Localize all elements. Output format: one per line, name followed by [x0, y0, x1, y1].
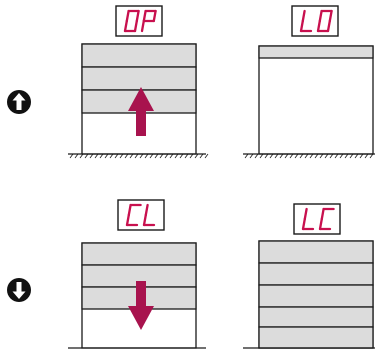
- code-display-op: [115, 5, 163, 37]
- floor-hatch: [79, 153, 84, 159]
- segment: [316, 19, 321, 33]
- door-panels: [81, 242, 197, 310]
- door-frame: [258, 45, 374, 155]
- floor-hatch: [369, 153, 374, 159]
- floor-hatch: [129, 153, 134, 159]
- floor-hatch: [319, 153, 324, 159]
- floor-hatch: [344, 153, 349, 159]
- door-closing-scene: [68, 199, 206, 349]
- code-display-op-digits: [123, 9, 157, 33]
- floor-hatch: [349, 153, 354, 159]
- floor-hatch: [189, 153, 194, 159]
- segment: [299, 19, 304, 33]
- floor-hatch: [274, 153, 279, 159]
- floor-hatch: [259, 153, 264, 159]
- floor-hatch: [174, 153, 179, 159]
- floor-hatch: [194, 153, 199, 159]
- door-panels: [258, 240, 374, 349]
- segment: [318, 217, 323, 231]
- floor-hatch: [304, 153, 309, 159]
- code-display-cl-digits: [125, 203, 156, 227]
- segment: [135, 9, 140, 23]
- code-display-lo: [291, 5, 339, 37]
- floor-hatch: [124, 153, 129, 159]
- segment: [142, 9, 147, 23]
- floor-hatch: [284, 153, 289, 159]
- segment: [301, 217, 306, 231]
- door-opening-scene: [68, 5, 209, 159]
- floor-hatch: [154, 153, 159, 159]
- floor-hatch: [204, 153, 209, 159]
- floor-hatch: [94, 153, 99, 159]
- code-display-lo-digits: [299, 9, 333, 33]
- floor-hatch: [324, 153, 329, 159]
- floor-hatch: [309, 153, 314, 159]
- segment: [142, 213, 147, 227]
- floor-hatch: [144, 153, 149, 159]
- segment: [318, 9, 323, 23]
- segment: [326, 19, 331, 33]
- segment: [140, 19, 145, 33]
- up-arrow-icon: [7, 90, 31, 114]
- segment: [328, 9, 333, 23]
- floor-hatch: [149, 153, 154, 159]
- floor-hatch: [74, 153, 79, 159]
- segment: [125, 9, 130, 23]
- floor-hatch: [359, 153, 364, 159]
- floor-hatch: [289, 153, 294, 159]
- floor-hatch: [119, 153, 124, 159]
- floor-hatch: [354, 153, 359, 159]
- floor-hatch: [339, 153, 344, 159]
- segment: [125, 213, 130, 227]
- floor-hatch: [164, 153, 169, 159]
- segment: [301, 9, 306, 23]
- floor: [243, 153, 375, 159]
- floor-hatch: [269, 153, 274, 159]
- code-display-cl: [117, 199, 165, 231]
- floor-hatch: [84, 153, 89, 159]
- segment: [320, 207, 325, 221]
- floor-hatch: [314, 153, 319, 159]
- door-panels: [258, 45, 374, 59]
- floor-hatch: [104, 153, 109, 159]
- down-arrow-icon: [7, 278, 31, 302]
- floor-hatch: [184, 153, 189, 159]
- segment: [123, 19, 128, 33]
- floor-hatch: [199, 153, 204, 159]
- segment: [127, 203, 132, 217]
- floor: [68, 153, 209, 159]
- floor-hatch: [244, 153, 249, 159]
- floor-hatch: [114, 153, 119, 159]
- segment: [144, 203, 149, 217]
- floor-hatch: [299, 153, 304, 159]
- floor-hatch: [69, 153, 74, 159]
- floor-hatch: [134, 153, 139, 159]
- floor-hatch: [264, 153, 269, 159]
- floor-hatch: [89, 153, 94, 159]
- floor-hatch: [249, 153, 254, 159]
- code-display-lc: [293, 203, 341, 235]
- floor-hatch: [109, 153, 114, 159]
- floor-hatch: [179, 153, 184, 159]
- floor-hatch: [279, 153, 284, 159]
- floor-hatch: [329, 153, 334, 159]
- up-arrow: [128, 87, 154, 136]
- door-closed-scene: [243, 203, 375, 349]
- segment: [152, 9, 157, 23]
- segment: [303, 207, 308, 221]
- floor-hatch: [159, 153, 164, 159]
- floor-hatch: [254, 153, 259, 159]
- floor-hatch: [294, 153, 299, 159]
- code-display-lc-digits: [301, 207, 335, 231]
- down-arrow: [128, 281, 154, 330]
- door-open-scene: [243, 5, 375, 159]
- floor-hatch: [169, 153, 174, 159]
- floor-hatch: [334, 153, 339, 159]
- floor-hatch: [139, 153, 144, 159]
- segment: [133, 19, 138, 33]
- floor-hatch: [99, 153, 104, 159]
- door-panels: [81, 43, 197, 114]
- floor-hatch: [364, 153, 369, 159]
